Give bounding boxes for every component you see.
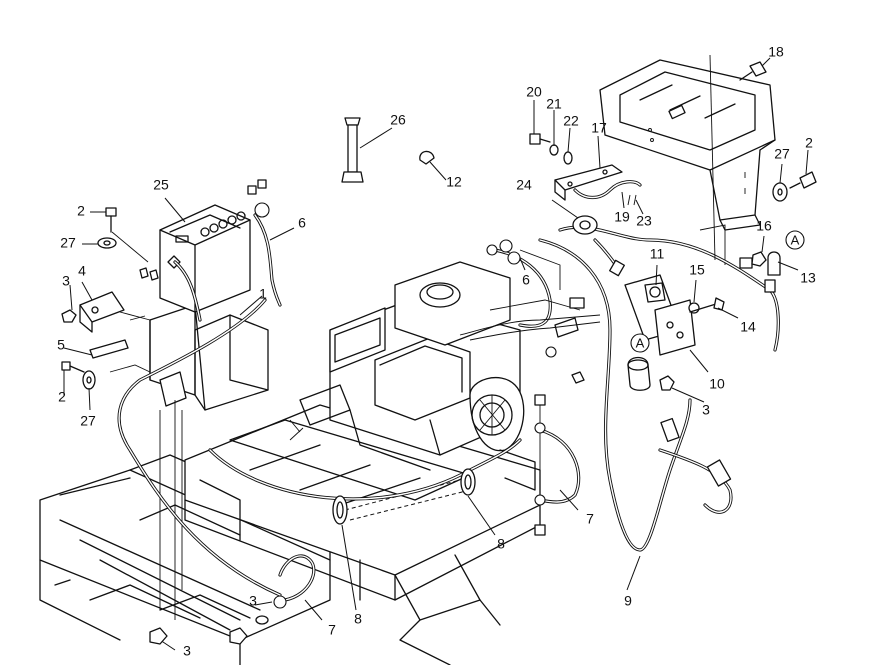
callout-8: 8 bbox=[497, 536, 505, 552]
hold-down-bracket bbox=[79, 291, 129, 359]
reference-markers: A A bbox=[630, 230, 805, 353]
callout-23: 23 bbox=[636, 213, 652, 229]
callout-15: 15 bbox=[689, 262, 705, 278]
bottom-nuts bbox=[149, 615, 269, 645]
callout-3: 3 bbox=[702, 402, 710, 418]
callout-2: 2 bbox=[805, 135, 813, 151]
callout-7: 7 bbox=[328, 622, 336, 638]
callout-2: 2 bbox=[58, 389, 66, 405]
callout-11: 11 bbox=[650, 246, 665, 262]
callout-10: 10 bbox=[709, 376, 725, 392]
engine bbox=[289, 261, 579, 491]
callout-22: 22 bbox=[563, 113, 579, 129]
callout-27: 27 bbox=[774, 146, 790, 162]
bracket bbox=[554, 164, 623, 201]
battery-box bbox=[149, 304, 269, 411]
control-panel-housing bbox=[599, 54, 776, 261]
callout-1: 1 bbox=[259, 286, 267, 302]
ref-circle-a-panel bbox=[630, 333, 650, 353]
callout-24: 24 bbox=[516, 177, 532, 193]
callout-14: 14 bbox=[740, 319, 756, 335]
callout-3: 3 bbox=[249, 593, 257, 609]
wiring-harness bbox=[117, 180, 780, 602]
callout-27: 27 bbox=[80, 413, 96, 429]
switch-plate bbox=[624, 274, 725, 391]
callout-6: 6 bbox=[522, 272, 530, 288]
leader-lines bbox=[63, 57, 809, 651]
callout-labels: 26 12 25 2 27 6 1 3 4 5 2 27 20 21 22 17… bbox=[57, 44, 816, 659]
callout-4: 4 bbox=[78, 263, 86, 279]
callout-3: 3 bbox=[62, 273, 70, 289]
callout-16: 16 bbox=[756, 218, 772, 234]
callout-3: 3 bbox=[183, 643, 191, 659]
callout-13: 13 bbox=[800, 270, 816, 286]
fasteners-left bbox=[61, 179, 267, 390]
ref-circle-a-top bbox=[785, 230, 805, 250]
callout-27: 27 bbox=[60, 235, 76, 251]
ref-marker-a-top: A bbox=[791, 232, 800, 247]
callout-25: 25 bbox=[153, 177, 169, 193]
battery bbox=[159, 204, 251, 313]
callout-21: 21 bbox=[546, 96, 562, 112]
callout-19: 19 bbox=[614, 209, 630, 225]
callout-26: 26 bbox=[390, 112, 406, 128]
callout-12: 12 bbox=[446, 174, 462, 190]
callout-9: 9 bbox=[624, 593, 632, 609]
callout-5: 5 bbox=[57, 337, 65, 353]
ref-marker-a-panel: A bbox=[636, 335, 645, 350]
callout-17: 17 bbox=[591, 120, 607, 136]
callout-18: 18 bbox=[768, 44, 784, 60]
callout-8: 8 bbox=[354, 611, 362, 627]
callout-7: 7 bbox=[586, 511, 594, 527]
callout-2: 2 bbox=[77, 203, 85, 219]
fasteners-right bbox=[529, 61, 817, 276]
callout-6: 6 bbox=[298, 215, 306, 231]
rod-and-cap bbox=[341, 117, 435, 183]
callout-20: 20 bbox=[526, 84, 542, 100]
cable-clamps bbox=[332, 468, 476, 525]
